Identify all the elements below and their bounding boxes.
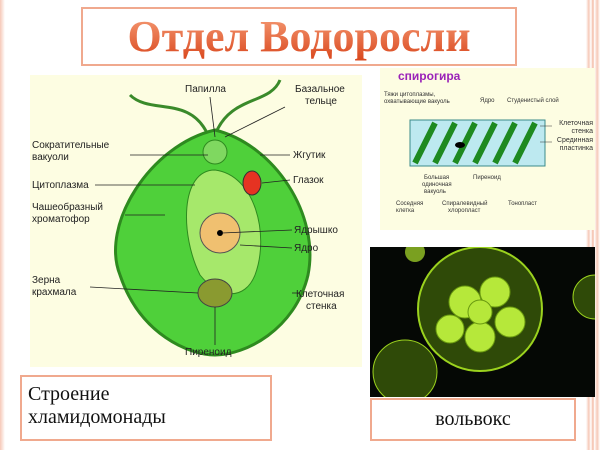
label-starch: Зерна: [32, 275, 61, 286]
volvox-caption-text: вольвокс: [435, 408, 511, 430]
label-cell-wall: Клеточная: [559, 120, 593, 127]
label-basal-body: Базальное: [295, 84, 345, 95]
label-chloroplast-2: хлоропласт: [448, 208, 481, 214]
label-chromatophore: Чашеобразный: [32, 201, 103, 213]
pyrenoid: [197, 278, 233, 308]
slide-title: Отдел Водоросли: [127, 12, 471, 61]
label-cell-wall: Клеточная: [296, 289, 344, 300]
label-eyespot: Глазок: [293, 175, 324, 186]
label-nucleus: Ядро: [480, 98, 495, 104]
label-cytoplasm: Цитоплазма: [32, 180, 89, 191]
spiral-chloroplast: [412, 121, 538, 165]
flagella: [128, 79, 282, 136]
chlamydomonas-caption: Строение хламидомонады: [20, 375, 272, 441]
label-pyrenoid: Пиреноид: [185, 347, 232, 358]
spirogyra-diagram: спирогира Тяжи цитоплазмы, охватывающие …: [380, 68, 595, 230]
label-strands-2: охватывающие вакуоль: [384, 99, 450, 105]
label-strands: Тяжи цитоплазмы,: [384, 92, 436, 98]
label-vacuole-2: одиночная: [422, 182, 452, 188]
eyespot: [242, 170, 262, 196]
label-flagellum: Жгутик: [293, 150, 326, 161]
chlamydomonas-diagram: Папилла Базальное тельце Сократительные …: [30, 75, 362, 367]
label-middle-lamella-2: пластинка: [560, 145, 593, 152]
label-basal-body-2: тельце: [305, 96, 337, 107]
label-papilla: Папилла: [185, 84, 226, 95]
spirogyra-title: спирогира: [398, 69, 461, 83]
label-cell-wall-2: стенка: [572, 128, 594, 135]
label-nucleus: Ядро: [294, 243, 319, 254]
label-chloroplast: Спиралевидный: [442, 200, 487, 207]
label-pyrenoid: Пиреноид: [473, 175, 501, 181]
label-cell-wall-2: стенка: [306, 301, 337, 312]
title-box: Отдел Водоросли: [81, 7, 517, 66]
label-neighbor-cell: Соседняя: [396, 201, 423, 207]
label-chromatophore-2: хроматофор: [32, 213, 90, 225]
label-gel-layer: Студенистый слой: [507, 97, 559, 104]
caption-line-2: хламидомонады: [28, 406, 166, 428]
volvox-photo: [370, 247, 595, 397]
label-contractile-vacuoles-2: вакуоли: [32, 152, 69, 163]
label-tonoplast: Тонопласт: [508, 201, 537, 207]
label-vacuole: Большая: [424, 175, 449, 181]
left-decor-stripe: [0, 0, 5, 450]
contractile-vacuoles: [202, 139, 228, 165]
label-contractile-vacuoles: Сократительные: [32, 140, 110, 151]
volvox-caption: вольвокс: [370, 398, 576, 441]
label-vacuole-3: вакуоль: [424, 189, 446, 195]
caption-line-1: Строение: [28, 383, 110, 405]
label-middle-lamella: Срединная: [557, 137, 593, 144]
label-starch-2: крахмала: [32, 287, 77, 298]
label-neighbor-cell-2: клетка: [396, 208, 415, 214]
nucleolus: [217, 230, 223, 236]
label-nucleolus: Ядрышко: [294, 225, 338, 236]
